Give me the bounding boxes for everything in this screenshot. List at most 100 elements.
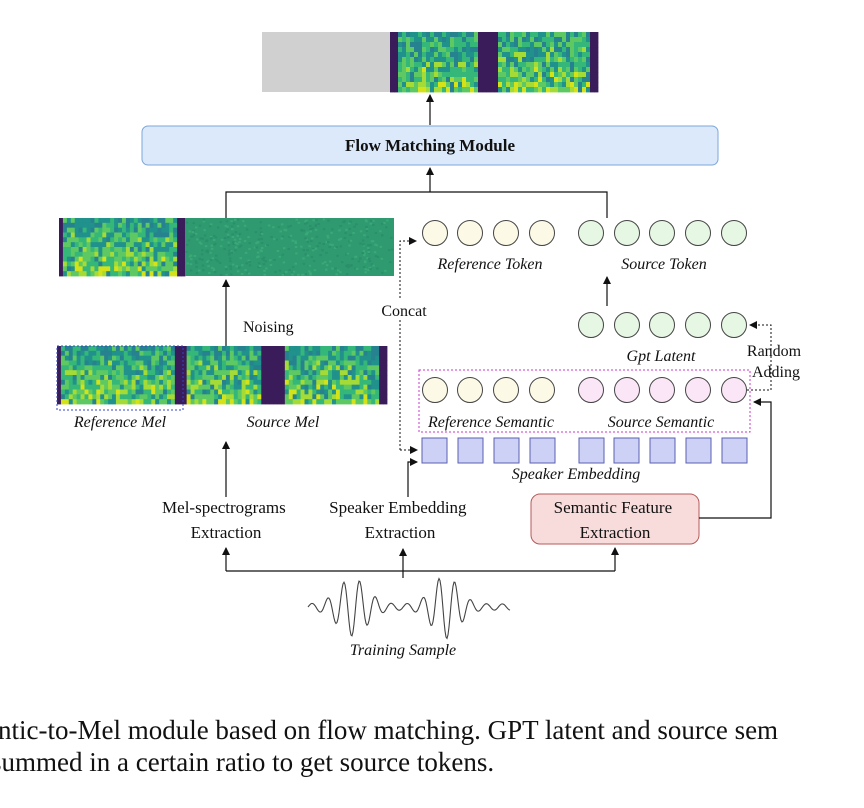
spectrogram-cell <box>206 350 211 357</box>
spectrogram-cell <box>566 42 571 48</box>
spectrogram-cell <box>114 247 119 253</box>
spectrogram-cell <box>241 379 246 386</box>
spectrogram-cell <box>414 82 419 88</box>
spectrogram-cell <box>90 232 95 238</box>
spectrogram-cell <box>159 384 164 390</box>
spectrogram-cell <box>141 242 147 248</box>
spectrogram-cell <box>273 375 278 381</box>
spectrogram-cell <box>292 379 298 386</box>
spectrogram-cell <box>57 384 62 390</box>
spectrogram-cell <box>62 271 68 277</box>
spectrogram-cell <box>518 37 523 43</box>
spectrogram-cell <box>269 399 274 405</box>
spectrogram-cell <box>506 37 511 43</box>
spectrogram-cell <box>300 375 305 381</box>
spectrogram-cell <box>249 375 254 381</box>
spectrogram-cell <box>574 42 579 48</box>
spectrogram-cell <box>261 350 266 357</box>
spectrogram-cell <box>94 261 99 267</box>
spectrogram-cell <box>174 370 180 376</box>
spectrogram-cell <box>74 271 80 277</box>
spectrogram-cell <box>153 222 158 229</box>
spectrogram-cell <box>582 62 587 68</box>
spectrogram-cell <box>430 52 435 58</box>
spectrogram-cell <box>119 355 125 361</box>
spectrogram-cell <box>450 87 455 93</box>
spectrogram-cell <box>106 261 111 267</box>
spectrogram-cell <box>127 346 133 352</box>
spectrogram-cell <box>510 77 515 83</box>
noise-dot <box>322 218 326 221</box>
spectrogram-cell <box>402 72 407 78</box>
spectrogram-cell <box>288 355 294 361</box>
noise-dot <box>319 254 322 257</box>
noise-dot <box>236 218 240 221</box>
spectrogram-cell <box>582 47 587 53</box>
spectrogram-cell <box>245 379 250 386</box>
spectrogram-cell <box>123 365 129 371</box>
spectrogram-cell <box>351 375 356 381</box>
spectrogram-cell <box>147 370 152 376</box>
spectrogram-cell <box>343 375 349 381</box>
spectrogram-cell <box>558 87 563 93</box>
spectrogram-cell <box>379 360 384 366</box>
spectrogram-cell <box>474 52 479 58</box>
spectrogram-cell <box>135 360 140 366</box>
spectrogram-cell <box>249 389 254 395</box>
spectrogram-cell <box>161 237 166 243</box>
noise-dot <box>321 249 324 252</box>
spectrogram-cell <box>241 370 246 376</box>
spectrogram-cell <box>257 346 262 352</box>
spectrogram-cell <box>328 346 333 352</box>
spectrogram-cell <box>570 72 575 78</box>
spectrogram-cell <box>566 77 571 83</box>
spectrogram-cell <box>155 389 160 395</box>
noise-dot <box>209 235 213 238</box>
spectrogram-cell <box>554 32 559 38</box>
spectrogram-cell <box>300 360 305 366</box>
spectrogram-cell <box>367 399 372 405</box>
spectrogram-cell <box>98 242 103 248</box>
spectrogram-cell <box>498 77 503 83</box>
noise-dot <box>388 249 391 252</box>
spectrogram-cell <box>119 389 125 395</box>
spectrogram-cell <box>182 370 188 376</box>
spectrogram-cell <box>178 375 184 381</box>
spectrogram-cell <box>98 232 103 238</box>
spectrogram-cell <box>550 62 555 68</box>
spectrogram-cell <box>64 399 70 405</box>
spectrogram-cell <box>249 394 254 400</box>
spectrogram-cell <box>245 375 250 381</box>
spectrogram-cell <box>546 42 551 48</box>
spectrogram-cell <box>78 261 84 267</box>
spectrogram-cell <box>98 237 103 243</box>
spectrogram-cell <box>383 394 388 400</box>
spectrogram-cell <box>312 355 317 361</box>
noise-dot <box>238 245 241 248</box>
spectrogram-cell <box>122 227 127 233</box>
noise-dot <box>280 223 284 226</box>
spectrogram-cell <box>214 394 219 400</box>
spectrogram-cell <box>59 227 64 233</box>
noise-dot <box>375 244 378 247</box>
noise-dot <box>234 249 237 252</box>
spectrogram-cell <box>418 72 423 78</box>
spectrogram-cell <box>446 67 451 73</box>
spectrogram-cell <box>335 350 341 357</box>
spectrogram-cell <box>546 57 551 63</box>
spectrogram-cell <box>486 77 491 83</box>
spectrogram-cell <box>478 57 483 63</box>
spectrogram-cell <box>182 389 188 395</box>
spectrogram-cell <box>133 251 139 258</box>
noise-dot <box>232 222 236 225</box>
spectrogram-cell <box>466 42 471 48</box>
source-semantic-circle <box>685 377 711 403</box>
spectrogram-cell <box>88 384 93 390</box>
spectrogram-cell <box>265 360 270 366</box>
spectrogram-cell <box>466 52 471 58</box>
spectrogram-cell <box>470 57 475 63</box>
spectrogram-cell <box>118 222 123 229</box>
spectrogram-cell <box>304 394 309 400</box>
spectrogram-cell <box>430 77 435 83</box>
spectrogram-cell <box>169 218 174 224</box>
